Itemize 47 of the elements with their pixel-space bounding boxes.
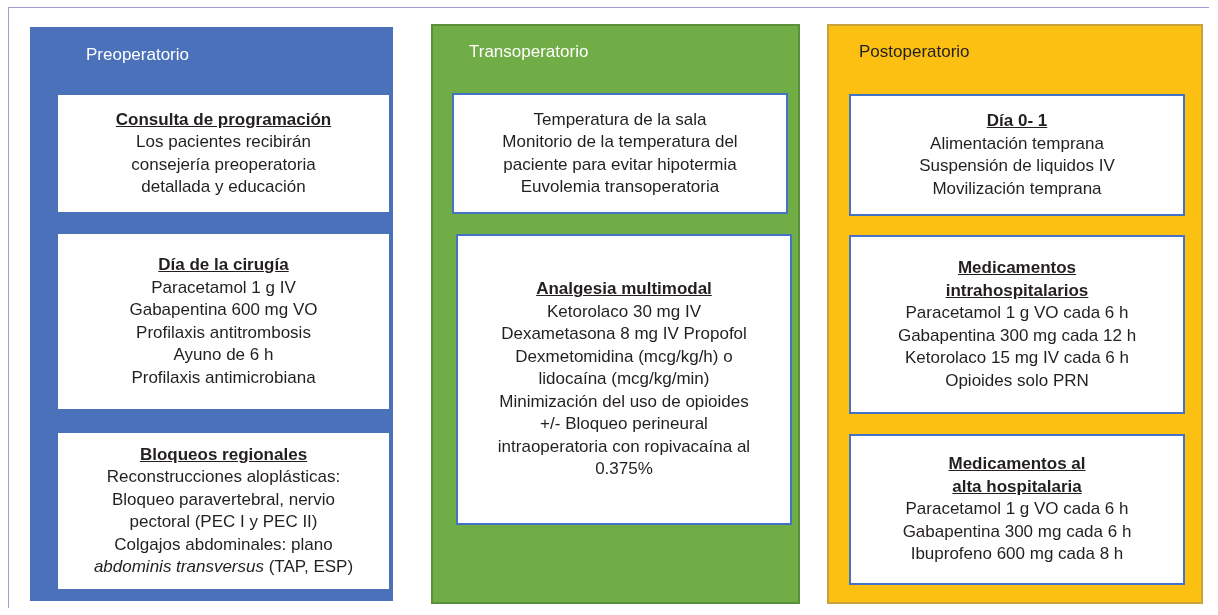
- card-text: Paracetamol 1 g VO cada 6 h: [905, 302, 1129, 324]
- card-text: Alimentación temprana: [930, 132, 1104, 155]
- text-card: [849, 235, 1185, 414]
- card-text: Ketorolaco 15 mg IV cada 6 h: [905, 347, 1129, 369]
- text-card: [58, 234, 389, 409]
- text-card: [456, 234, 792, 525]
- card-text: Profilaxis antitrombosis: [136, 321, 311, 344]
- card-text: Gabapentina 300 mg cada 12 h: [897, 324, 1137, 347]
- card-text: Movilización temprana: [932, 177, 1102, 200]
- phase-panel: [30, 27, 393, 601]
- card-text: Gabapentina 600 mg VO: [129, 299, 318, 321]
- card-text: Paracetamol 1 g VO cada 6 h: [905, 498, 1129, 521]
- card-text: Los pacientes recibirán consejería preoperatoria detallada y educación: [130, 131, 317, 198]
- card-text: Opioides solo PRN: [945, 369, 1089, 392]
- text-card: [58, 95, 389, 212]
- card-text: Ayuno de 6 h: [173, 344, 274, 366]
- card-text: Ketorolaco 30 mg IV: [547, 300, 701, 323]
- card-text: Temperatura de la sala: [533, 108, 707, 131]
- card-text: Monitorio de la temperatura del paciente para evitar hipotermia: [501, 131, 739, 176]
- phase-panel: [827, 24, 1203, 604]
- card-text: Minimización del uso de opioides: [499, 390, 749, 413]
- card-text: Dexmetomidina (mcg/kg/h) o lidocaína (mcg/kg/min): [514, 345, 734, 391]
- card-text: Profilaxis antimicrobiana: [131, 366, 316, 389]
- text-card: [849, 434, 1185, 585]
- card-text: Euvolemia transoperatoria: [520, 176, 720, 198]
- phase-panel: [431, 24, 800, 604]
- card-text: Dexametasona 8 mg IV Propofol: [501, 323, 747, 346]
- text-card: [58, 433, 389, 589]
- card-heading: Día de la cirugía: [158, 254, 289, 276]
- card-text: Ibuprofeno 600 mg cada 8 h: [910, 543, 1124, 566]
- card-heading: Consulta de programación: [115, 108, 332, 131]
- card-text: Reconstrucciones aloplásticas: Bloqueo paravertebral, nervio pectoral (PEC I y PEC II): [105, 466, 342, 533]
- card-heading: Bloqueos regionales: [139, 443, 308, 466]
- phase-title: Transoperatorio: [469, 42, 589, 62]
- text-card: [849, 94, 1185, 216]
- phase-title: Preoperatorio: [86, 45, 189, 65]
- card-text: Suspensión de liquidos IV: [919, 155, 1115, 177]
- card-text: +/- Bloqueo perineural intraoperatoria con ropivacaína al 0.375%: [496, 413, 752, 481]
- card-heading: Medicamentos intrahospitalarios: [944, 257, 1090, 302]
- phase-title: Postoperatorio: [859, 42, 970, 62]
- text-card: [452, 93, 788, 214]
- card-text: Paracetamol 1 g IV: [151, 276, 296, 299]
- card-heading: Día 0- 1: [986, 110, 1048, 132]
- card-text: Colgajos abdominales: plano abdominis transversus (TAP, ESP): [92, 533, 355, 578]
- card-heading: Analgesia multimodal: [536, 278, 712, 301]
- card-heading: Medicamentos al alta hospitalaria: [947, 453, 1087, 498]
- card-text: Gabapentina 300 mg cada 6 h: [902, 520, 1132, 543]
